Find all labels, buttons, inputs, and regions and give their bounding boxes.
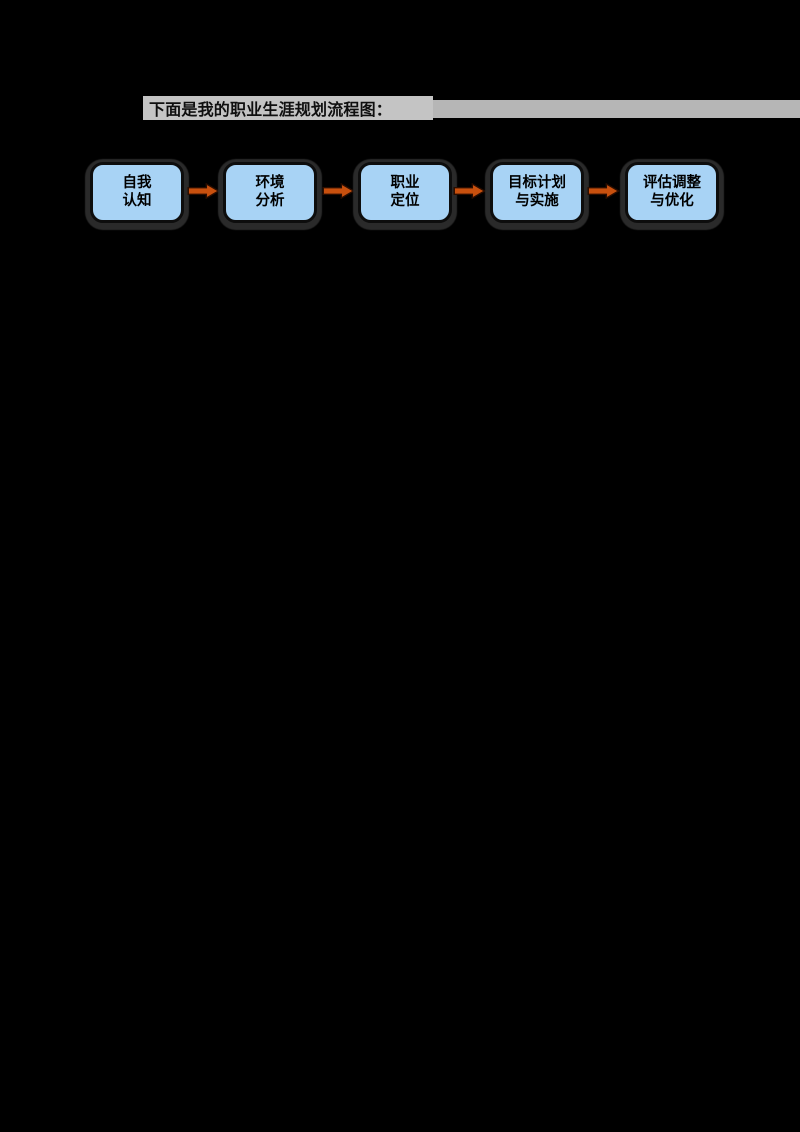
flow-step-label: 目标计划 bbox=[508, 174, 566, 191]
block-arrow-icon bbox=[587, 183, 620, 199]
flow-step-label: 与实施 bbox=[515, 192, 559, 209]
block-arrow-shape bbox=[587, 183, 620, 199]
title-highlight-extension bbox=[433, 100, 800, 118]
block-arrow-icon bbox=[453, 183, 486, 199]
flow-step-label: 环境 bbox=[255, 174, 285, 191]
flow-step-self-awareness: 自我 认知 bbox=[90, 162, 184, 223]
flow-step-label: 认知 bbox=[122, 192, 152, 209]
block-arrow-icon bbox=[322, 183, 355, 199]
flow-step-career-positioning: 职业 定位 bbox=[358, 162, 452, 223]
flow-step-environment-analysis: 环境 分析 bbox=[223, 162, 317, 223]
block-arrow-shape bbox=[453, 183, 486, 199]
page-title: 下面是我的职业生涯规划流程图： bbox=[149, 102, 393, 119]
flow-step-label: 定位 bbox=[390, 192, 420, 209]
block-arrow-icon bbox=[187, 183, 220, 199]
flow-step-label: 分析 bbox=[255, 192, 285, 209]
flow-step-label: 自我 bbox=[122, 174, 152, 191]
flow-step-evaluation-optimization: 评估调整 与优化 bbox=[625, 162, 719, 223]
block-arrow-shape bbox=[187, 183, 220, 199]
flow-step-label: 与优化 bbox=[650, 192, 694, 209]
flow-step-goal-planning-implementation: 目标计划 与实施 bbox=[490, 162, 584, 223]
title-highlight: 下面是我的职业生涯规划流程图： bbox=[143, 96, 433, 120]
flow-step-label: 评估调整 bbox=[643, 174, 701, 191]
flow-step-label: 职业 bbox=[390, 174, 420, 191]
block-arrow-shape bbox=[322, 183, 355, 199]
